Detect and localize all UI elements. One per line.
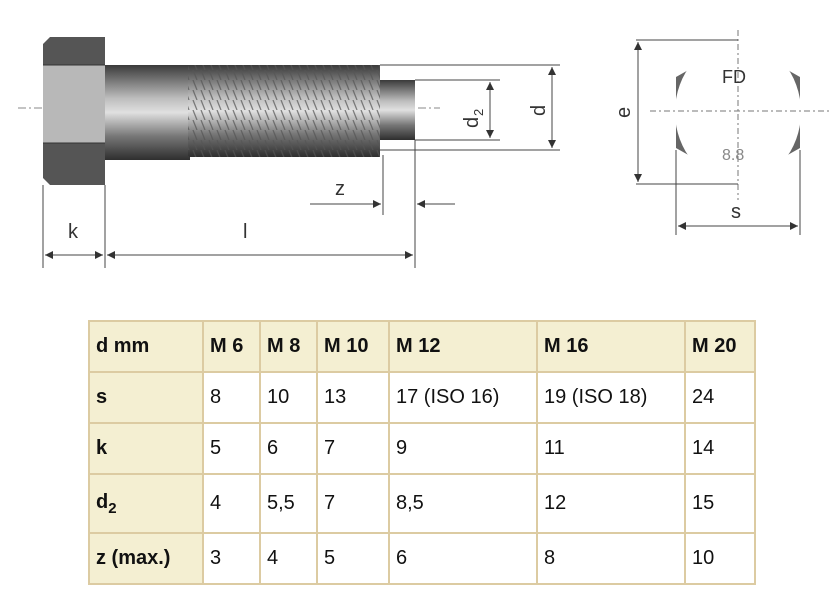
- dimension-arrows: [45, 67, 556, 259]
- cell: 7: [316, 422, 390, 475]
- bolt-drawing: k l z d 2 d FD 8.8 e s: [18, 30, 830, 268]
- cell: 5: [202, 422, 261, 475]
- label-l: l: [243, 221, 247, 243]
- cell: 6: [388, 532, 538, 585]
- row-label: s: [88, 371, 204, 424]
- label-d2: d 2: [461, 109, 486, 128]
- label-z: z: [335, 178, 345, 200]
- cell: 24: [684, 371, 756, 424]
- header-cell: d mm: [88, 320, 204, 373]
- table-header-row: d mm M 6 M 8 M 10 M 12 M 16 M 20: [88, 320, 756, 373]
- table-row: s 8 10 13 17 (ISO 16) 19 (ISO 18) 24: [88, 371, 756, 424]
- table-row: z (max.) 3 4 5 6 8 10: [88, 532, 756, 585]
- cell: 10: [684, 532, 756, 585]
- cell: 4: [259, 532, 318, 585]
- hex-head-view: FD 8.8: [650, 30, 830, 200]
- row-label: d2: [88, 473, 204, 534]
- header-cell: M 10: [316, 320, 390, 373]
- cell: 4: [202, 473, 261, 534]
- marking-top: FD: [722, 67, 746, 87]
- label-e: e: [613, 107, 635, 118]
- dimensions-table: d mm M 6 M 8 M 10 M 12 M 16 M 20 s 8 10 …: [88, 320, 756, 585]
- row-label: z (max.): [88, 532, 204, 585]
- cell: 15: [684, 473, 756, 534]
- cell: 8: [536, 532, 686, 585]
- label-s: s: [731, 201, 741, 223]
- cell: 7: [316, 473, 390, 534]
- header-cell: M 8: [259, 320, 318, 373]
- bolt-shank: [105, 65, 415, 160]
- svg-text:d: d: [461, 117, 483, 128]
- header-cell: M 6: [202, 320, 261, 373]
- cell: 5,5: [259, 473, 318, 534]
- label-k: k: [68, 221, 79, 243]
- row-label: k: [88, 422, 204, 475]
- table-row: d2 4 5,5 7 8,5 12 15: [88, 473, 756, 534]
- header-cell: M 12: [388, 320, 538, 373]
- marking-bottom: 8.8: [722, 147, 744, 164]
- cell: 11: [536, 422, 686, 475]
- cell: 9: [388, 422, 538, 475]
- svg-text:2: 2: [471, 109, 486, 116]
- cell: 17 (ISO 16): [388, 371, 538, 424]
- table-row: k 5 6 7 9 11 14: [88, 422, 756, 475]
- cell: 19 (ISO 18): [536, 371, 686, 424]
- cell: 10: [259, 371, 318, 424]
- cell: 8: [202, 371, 261, 424]
- bolt-head: [43, 37, 105, 185]
- header-cell: M 16: [536, 320, 686, 373]
- cell: 6: [259, 422, 318, 475]
- cell: 12: [536, 473, 686, 534]
- header-cell: M 20: [684, 320, 756, 373]
- cell: 5: [316, 532, 390, 585]
- cell: 13: [316, 371, 390, 424]
- cell: 14: [684, 422, 756, 475]
- label-d: d: [528, 105, 550, 116]
- cell: 8,5: [388, 473, 538, 534]
- cell: 3: [202, 532, 261, 585]
- dimension-lines: [42, 64, 560, 268]
